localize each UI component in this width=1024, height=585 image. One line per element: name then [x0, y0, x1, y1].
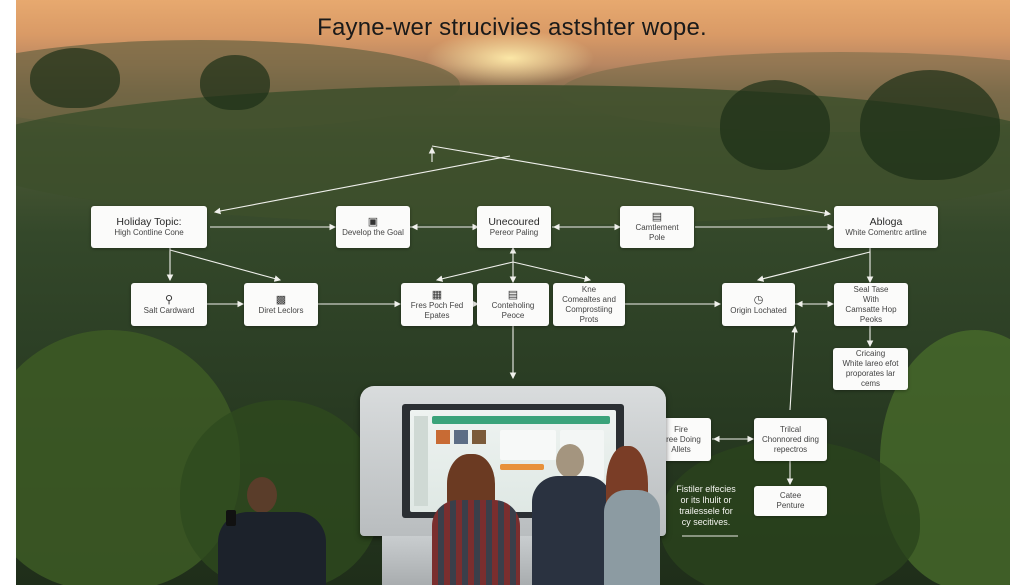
node-title: Develop the Goal [342, 228, 404, 237]
node-line: Allets [671, 444, 691, 454]
tree [200, 55, 270, 110]
node-title: Diret Leclors [258, 305, 304, 315]
tree-line [0, 85, 1024, 225]
node-title: Camtlement [635, 223, 679, 232]
side-note: Fistiler elfecies or its lhulit or trail… [666, 484, 746, 528]
screen-thumbnail [472, 430, 486, 444]
person-man-body [532, 476, 612, 585]
screen-thumbnail [454, 430, 468, 444]
node-title: Seal Tase [853, 284, 889, 294]
node-title: Origin Lochated [730, 305, 787, 315]
node-cricaing: Cricaing White lareo efot proporates lar… [833, 348, 908, 390]
person-man-head [556, 444, 584, 478]
node-line: Prots [579, 314, 599, 324]
node-conteholing: ▤ Conteholing Peoce [477, 283, 549, 326]
tree [30, 48, 120, 108]
node-fres-poch: ▦ Fres Poch Fed Epates [401, 283, 473, 326]
side-note-line: cy secitives. [681, 517, 731, 527]
side-note-line: trailessele for [679, 506, 733, 516]
person-left-body [218, 512, 326, 585]
database-icon: ▤ [651, 211, 663, 223]
node-line: cems [860, 379, 881, 388]
node-title: Unecoured [488, 216, 540, 228]
tree [860, 70, 1000, 180]
node-title: Catee [779, 491, 802, 500]
image-border-right [1010, 0, 1024, 585]
node-line: repectros [773, 444, 808, 454]
node-subtitle: Peoce [501, 310, 525, 320]
node-develop-the-goal: ▣ Develop the Goal [336, 206, 410, 248]
node-line: Peoks [859, 314, 883, 324]
image-border-left [0, 0, 16, 585]
node-catee: Catee Penture [754, 486, 827, 516]
screen-sidebar [414, 416, 428, 506]
screen-thumbnail [436, 430, 450, 444]
node-line: White lareo efot [842, 359, 899, 368]
node-title: Salt Cardward [143, 305, 195, 315]
node-diret-leclors: ▩ Diret Leclors [244, 283, 318, 326]
node-line: Comprostiing [565, 304, 613, 314]
screen-action-bar [500, 464, 544, 470]
side-note-line: or its lhulit or [680, 495, 732, 505]
search-icon: ⚲ [164, 293, 174, 306]
screen-card [500, 430, 556, 460]
clock-icon: ◷ [753, 293, 764, 306]
node-line: Free Doing [661, 434, 701, 444]
person-woman-body [432, 500, 520, 585]
node-kne: Kne Comealtes and Comprostiing Prots [553, 283, 625, 326]
person-right-body [604, 490, 660, 585]
node-title: Holiday Topic: [116, 216, 182, 228]
node-origin-lochated: ◷ Origin Lochated [722, 283, 795, 326]
node-holiday-topic: Holiday Topic: High Contline Cone [91, 206, 207, 248]
node-title: Kne [581, 284, 597, 294]
clipboard-icon: ▤ [507, 288, 519, 301]
node-title: Conteholing [491, 300, 535, 310]
page-title: Fayne-wer strucivies astshter wope. [317, 14, 707, 41]
node-subtitle: High Contline Cone [114, 228, 184, 237]
node-line: Comealtes and [562, 294, 616, 304]
person-left-head [247, 477, 277, 513]
node-line: proporates lar [845, 369, 896, 378]
node-line: Chonnored ding [762, 434, 819, 444]
node-line: Camsatte Hop [845, 304, 897, 314]
node-unecoured: Unecoured Pereor Paling [477, 206, 551, 248]
node-seal-tase: Seal Tase With Camsatte Hop Peoks [834, 283, 908, 326]
grid-icon: ▦ [431, 288, 443, 301]
node-camtlement: ▤ Camtlement Pole [620, 206, 694, 248]
node-subtitle: Pole [648, 233, 665, 242]
goal-icon: ▣ [367, 216, 379, 228]
tree [720, 80, 830, 170]
node-title: Abloga [869, 216, 903, 228]
node-subtitle: Pereor Paling [489, 228, 539, 237]
side-note-line: Fistiler elfecies [676, 484, 736, 494]
node-salt-cardward: ⚲ Salt Cardward [131, 283, 207, 326]
node-line: With [863, 294, 879, 304]
node-title: Fres Poch Fed [410, 300, 464, 310]
node-trilcal: Trilcal Chonnored ding repectros [754, 418, 827, 461]
phone [226, 510, 236, 526]
node-abloga: Abloga White Comentrc artline [834, 206, 938, 248]
document-icon: ▩ [275, 293, 287, 306]
screen-header-bar [432, 416, 610, 424]
node-subtitle: White Comentrc artline [845, 228, 927, 237]
node-title: Trilcal [779, 424, 802, 434]
node-subtitle: Penture [776, 501, 805, 510]
node-title: Fire [674, 424, 688, 434]
node-title: Cricaing [855, 349, 886, 358]
node-subtitle: Epates [424, 310, 450, 320]
